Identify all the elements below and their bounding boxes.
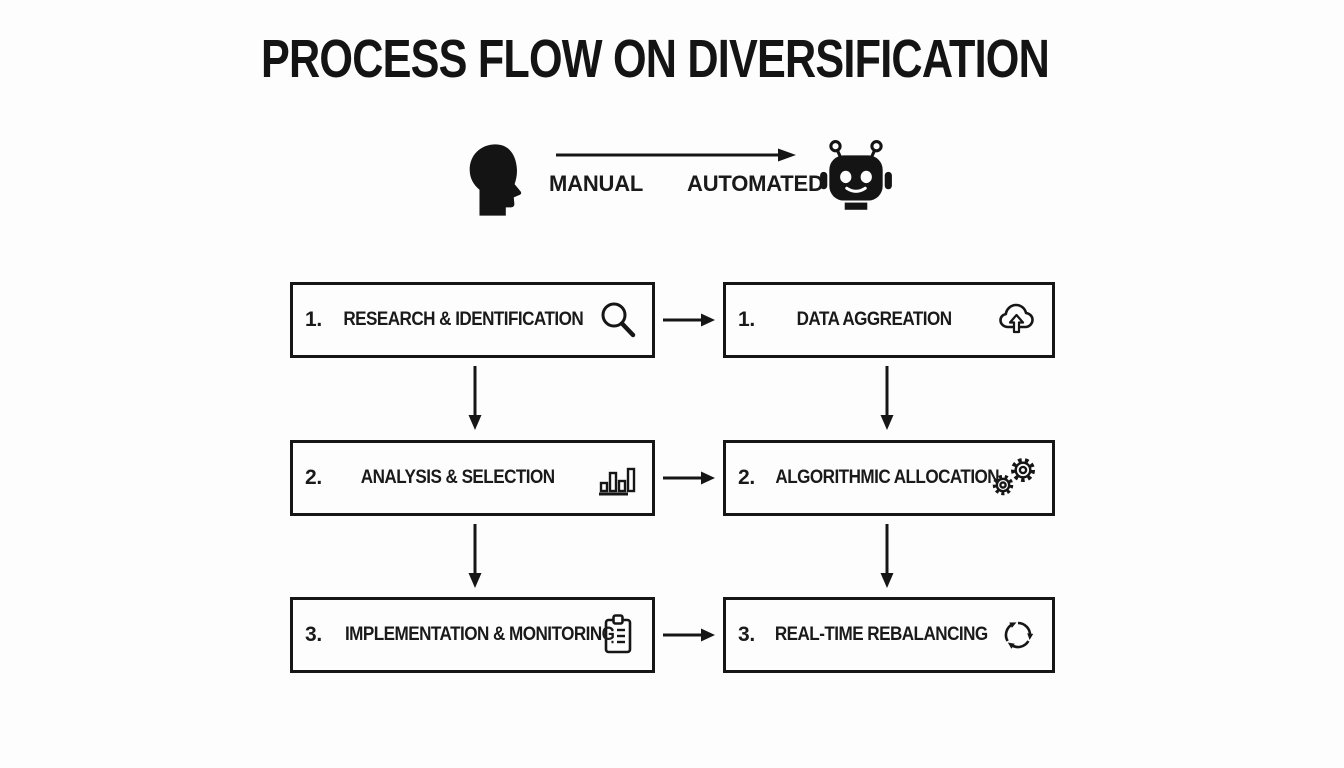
step-number: 3. [305,623,322,646]
automated-label: AUTOMATED [687,171,824,196]
step-label: ANALYSIS & SELECTION [361,467,555,488]
bar-chart-icon [594,456,640,500]
arrow-manual1-to-manual2 [466,366,484,430]
robot-head-icon [818,139,894,219]
cloud-upload-icon [994,298,1040,342]
sync-arrows-icon [996,613,1040,657]
automated-step-2-box: 2. ALGORITHMIC ALLOCATION [723,440,1055,516]
page-title: PROCESS FLOW ON DIVERSIFICATION [260,29,1050,89]
step-label: DATA AGGREATION [796,309,953,330]
clipboard-checklist-icon [596,611,640,659]
step-label: ALGORITHMIC ALLOCATION [775,467,1000,488]
arrow-manual2-to-auto2 [663,469,715,487]
step-number: 1. [305,308,322,331]
manual-step-2-box: 2. ANALYSIS & SELECTION [290,440,655,516]
manual-step-3-box: 3. IMPLEMENTATION & MONITORING [290,597,655,673]
manual-label: MANUAL [549,171,644,196]
human-head-profile-icon [464,141,528,219]
step-number: 2. [305,466,322,489]
automated-step-3-box: 3. REAL-TIME REBALANCING [723,597,1055,673]
search-icon [596,298,640,342]
manual-step-1-box: 1. RESEARCH & IDENTIFICATION [290,282,655,358]
step-number: 1. [738,308,755,331]
gears-icon [988,454,1040,502]
step-number: 2. [738,466,755,489]
arrow-manual2-to-manual3 [466,524,484,588]
step-number: 3. [738,623,755,646]
arrow-auto1-to-auto2 [878,366,896,430]
step-label: IMPLEMENTATION & MONITORING [344,624,615,645]
automated-step-1-box: 1. DATA AGGREATION [723,282,1055,358]
right-arrow-icon [556,146,796,164]
arrow-manual1-to-auto1 [663,311,715,329]
step-label: RESEARCH & IDENTIFICATION [343,309,584,330]
step-label: REAL-TIME REBALANCING [774,624,988,645]
arrow-auto2-to-auto3 [878,524,896,588]
arrow-manual3-to-auto3 [663,626,715,644]
